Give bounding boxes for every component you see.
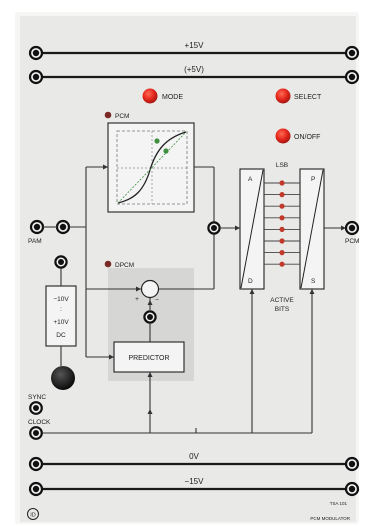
ad-label-d: D [248, 278, 253, 285]
pcm-indicator-label: PCM [115, 113, 129, 120]
bit-led-icon [279, 250, 284, 255]
jack-icon [211, 225, 217, 231]
active-bits-label-1: ACTIVE [270, 297, 294, 304]
jack-icon [33, 405, 39, 411]
active-bits-label-2: BITS [275, 306, 290, 313]
predictor-block: PREDICTOR [114, 342, 184, 372]
jack-icon [349, 50, 355, 56]
jack-icon [33, 430, 39, 436]
bit-led-icon [279, 204, 284, 209]
logo-text: ID [30, 513, 36, 519]
led-icon [105, 112, 112, 119]
model-number: TSA 101 [330, 501, 348, 506]
summer-plus: + [135, 296, 139, 303]
lsb-label: LSB [276, 162, 288, 169]
clock-label: CLOCK [28, 419, 51, 426]
jack-icon [349, 461, 355, 467]
led-icon[interactable] [143, 89, 158, 104]
select-label: SELECT [294, 94, 322, 101]
led-icon[interactable] [276, 89, 291, 104]
bit-led-icon [279, 215, 284, 220]
compander-block [108, 123, 194, 212]
jack-icon [33, 74, 39, 80]
jack-icon [349, 486, 355, 492]
bit-led-icon [279, 238, 284, 243]
dc-source-min: −10V [53, 296, 69, 303]
module-name: PCM MODULATOR [310, 516, 350, 521]
dpcm-indicator-label: DPCM [115, 262, 134, 269]
jack-icon [58, 259, 64, 265]
bit-led-icon [279, 262, 284, 267]
bit-led-icon [279, 180, 284, 185]
jack-icon [34, 224, 40, 230]
compander-marker [163, 148, 168, 153]
dc-source: −10V : +10V DC [46, 286, 76, 346]
jack-icon [33, 461, 39, 467]
jack-icon [349, 74, 355, 80]
compander-marker [154, 138, 159, 143]
predictor-label: PREDICTOR [128, 355, 169, 362]
ps-label-p: P [311, 176, 315, 183]
dc-source-max: +10V [53, 319, 69, 326]
jack-icon [60, 224, 66, 230]
sync-label: SYNC [28, 394, 46, 401]
knob-icon[interactable] [51, 366, 75, 390]
bit-led-icon [279, 192, 284, 197]
rail-plus15-label: +15V [185, 41, 205, 50]
pcm-out-label: PCM [345, 238, 359, 245]
dc-source-dc: DC [56, 332, 66, 339]
ad-converter: A D [240, 169, 264, 289]
summing-circle [142, 281, 159, 298]
onoff-label: ON/OFF [294, 134, 320, 141]
summer-minus: − [155, 297, 159, 304]
jack-icon [33, 486, 39, 492]
ps-converter: P S [300, 169, 324, 289]
ps-label-s: S [311, 278, 316, 285]
ad-label-a: A [248, 176, 253, 183]
jack-icon [33, 50, 39, 56]
mode-label: MODE [162, 94, 183, 101]
led-icon[interactable] [276, 129, 291, 144]
rail-plus5-label: (+5V) [184, 65, 204, 74]
led-icon [105, 261, 112, 268]
jack-icon [147, 314, 153, 320]
dc-source-sep: : [60, 306, 62, 313]
rail-zero-label: 0V [189, 452, 199, 461]
rail-minus15-label: −15V [185, 477, 205, 486]
pam-label: PAM [28, 238, 42, 245]
bit-led-icon [279, 227, 284, 232]
jack-icon [349, 225, 355, 231]
